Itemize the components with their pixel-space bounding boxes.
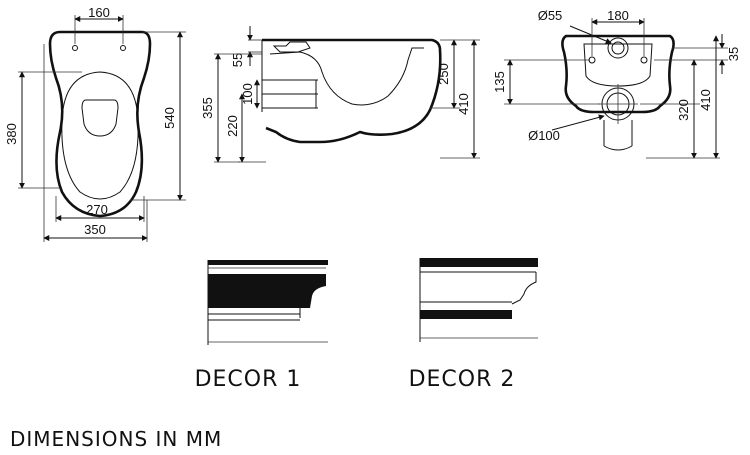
dim-side-220: 220 [225,115,240,137]
side-view-outline [262,38,442,144]
side-view: 55 100 220 355 250 410 [200,26,480,163]
top-view: 160 270 350 380 540 [4,5,186,242]
fixing-hole-right [120,45,126,51]
side-view-inlet [272,41,311,53]
decor-1-main-band [208,274,326,308]
dim-overall-length: 540 [162,107,177,129]
dim-pipe-55: Ø55 [538,8,563,23]
decor-2-profile: DECOR 2 [409,258,538,392]
dim-fixing-180: 180 [607,8,629,23]
dim-side-355: 355 [200,97,215,119]
side-view-inner-trap [269,47,424,106]
units-note: DIMENSIONS IN MM [10,427,222,451]
front-view-outline [561,34,675,114]
top-view-outline [48,30,152,218]
dim-front-35: 35 [726,47,741,61]
dim-seat-length: 380 [4,123,19,145]
dim-front-410: 410 [698,89,713,111]
dim-front-135: 135 [492,71,507,93]
dim-inner-seat-width: 270 [86,202,108,217]
dim-front-320: 320 [676,99,691,121]
front-view: Ø55 180 35 135 Ø100 320 410 [492,8,741,159]
decor-1-label: DECOR 1 [195,367,302,392]
dim-side-250: 250 [436,63,451,85]
decor-2-bottom-band [420,310,512,319]
front-view-inner [583,43,653,87]
top-view-bowl-opening [81,99,119,137]
inlet-pipe-55 [607,37,629,59]
dim-side-410: 410 [456,93,471,115]
dim-pipe-100: Ø100 [528,128,560,143]
dim-hole-spacing: 160 [88,5,110,20]
fixing-bolt-right [640,56,648,64]
decor-2-top-band [420,258,538,267]
top-view-bowl-rim [61,71,139,200]
dim-side-55: 55 [230,53,245,67]
fixing-hole-left [72,45,78,51]
decor-2-label: DECOR 2 [409,367,516,392]
decor-1-profile: DECOR 1 [195,260,328,392]
dim-overall-width: 350 [84,222,106,237]
decor-1-top-band [208,260,328,265]
